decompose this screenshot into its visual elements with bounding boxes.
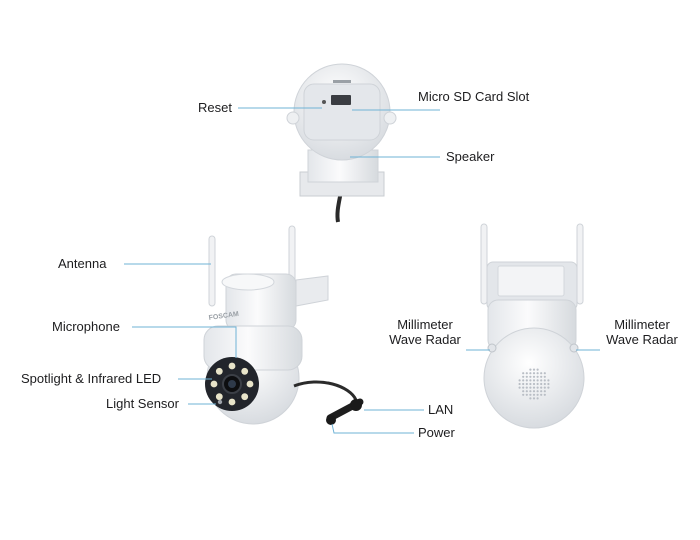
grille-hole: [522, 372, 525, 375]
leader-line-microphone: [132, 326, 237, 358]
led: [210, 380, 218, 388]
grille-hole: [543, 379, 546, 382]
led: [215, 367, 223, 375]
grille-hole: [525, 375, 528, 378]
grille-hole: [532, 379, 536, 382]
grille-hole: [522, 375, 525, 378]
grille-hole: [525, 390, 528, 393]
grille-hole: [529, 372, 532, 375]
grille-hole: [522, 379, 525, 382]
grille-hole: [540, 386, 543, 389]
grille-hole: [536, 390, 539, 393]
grille-hole: [522, 393, 525, 396]
label-spotlight-infrared-led: Spotlight & Infrared LED: [21, 371, 162, 386]
grille-hole: [529, 397, 532, 400]
camera-front-view: [203, 225, 364, 425]
spotlight-led-ring: [210, 362, 254, 406]
grille-hole: [522, 386, 525, 389]
grille-hole: [543, 375, 546, 378]
grille-hole: [525, 379, 528, 382]
grille-hole: [540, 375, 543, 378]
grille-hole: [529, 379, 532, 382]
grille-hole: [536, 372, 539, 375]
led: [246, 380, 254, 388]
grille-hole: [522, 382, 525, 386]
grille-hole: [529, 393, 532, 396]
label-lan: LAN: [428, 402, 454, 417]
label-radar-left: Millimeter Wave Radar: [389, 317, 461, 347]
grille-hole: [525, 393, 528, 396]
label-power: Power: [418, 425, 455, 440]
led: [241, 367, 249, 375]
grille-hole: [532, 393, 536, 396]
grille-hole: [532, 372, 536, 375]
grille-hole: [543, 382, 546, 386]
grille-hole: [540, 379, 543, 382]
grille-hole: [540, 382, 543, 386]
grille-hole: [529, 375, 532, 378]
grille-hole: [532, 375, 536, 378]
grille-hole: [540, 372, 543, 375]
grille-hole: [518, 379, 521, 382]
grille-hole: [536, 397, 539, 400]
grille-hole: [529, 390, 532, 393]
grille-hole: [536, 393, 539, 396]
led: [228, 362, 236, 370]
leader-lines: [124, 107, 600, 434]
grille-hole: [532, 397, 536, 400]
grille-hole: [540, 393, 543, 396]
label-antenna: Antenna: [58, 256, 107, 271]
grille-hole: [525, 372, 528, 375]
label-microphone: Microphone: [52, 319, 120, 334]
speaker-grille: [518, 368, 550, 400]
camera-back-view: [286, 63, 397, 223]
grille-hole: [536, 368, 539, 371]
grille-hole: [543, 372, 546, 375]
grille-hole: [532, 390, 536, 393]
grille-hole: [543, 386, 546, 389]
grille-hole: [547, 386, 550, 389]
label-reset: Reset: [198, 100, 232, 115]
grille-hole: [529, 386, 532, 389]
camera-radar-view: [480, 223, 585, 429]
led: [215, 393, 223, 401]
grille-hole: [522, 390, 525, 393]
label-speaker: Speaker: [446, 149, 495, 164]
light-sensor-dot: [217, 399, 223, 405]
grille-hole: [518, 386, 521, 389]
grille-hole: [536, 375, 539, 378]
grille-hole: [518, 382, 521, 386]
grille-hole: [547, 379, 550, 382]
grille-hole: [529, 382, 532, 386]
label-radar-right: Millimeter Wave Radar: [606, 317, 678, 347]
grille-hole: [536, 382, 539, 386]
grille-hole: [529, 368, 532, 371]
grille-hole: [532, 368, 536, 371]
grille-hole: [547, 382, 550, 386]
led: [241, 393, 249, 401]
grille-hole: [540, 390, 543, 393]
brand-logo: FOSCAM: [208, 311, 239, 322]
grille-hole: [543, 393, 546, 396]
label-light-sensor: Light Sensor: [106, 396, 179, 411]
grille-hole: [543, 390, 546, 393]
grille-hole: [525, 386, 528, 389]
grille-hole: [536, 379, 539, 382]
grille-hole: [532, 386, 536, 389]
grille-hole: [525, 382, 528, 386]
led: [228, 398, 236, 406]
grille-hole: [536, 386, 539, 389]
leader-line-power: [331, 423, 414, 434]
grille-hole: [532, 382, 536, 386]
label-micro-sd-card-slot: Micro SD Card Slot: [418, 89, 530, 104]
